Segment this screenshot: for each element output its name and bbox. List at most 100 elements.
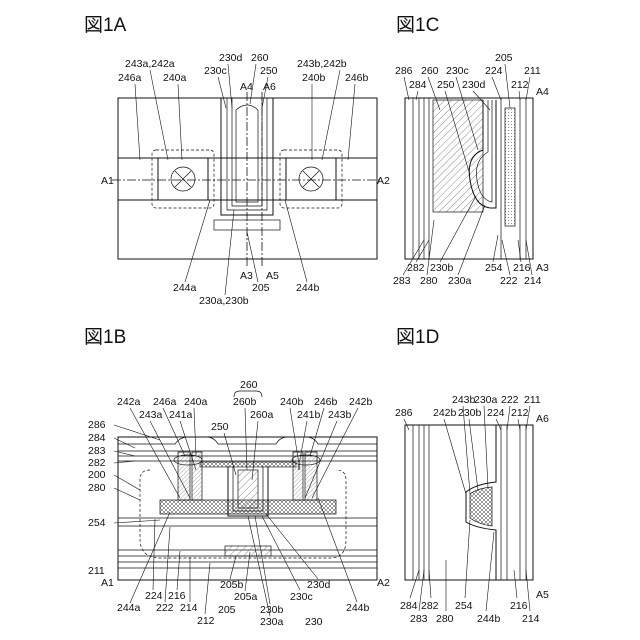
label-b-260a: 260a	[250, 409, 274, 421]
label-240b: 240b	[302, 72, 326, 84]
label-d-254: 254	[455, 600, 473, 612]
label-a1: A1	[101, 175, 114, 187]
label-244a: 244a	[173, 282, 197, 294]
panel-1d: 図1D 243b 230a 222 211 242b 230b 224 212 …	[395, 327, 549, 625]
label-d-283: 283	[410, 613, 428, 625]
label-230c: 230c	[204, 65, 227, 77]
label-243a-242a: 243a,242a	[125, 58, 175, 70]
label-b-242b: 242b	[349, 396, 373, 408]
label-c-a4: A4	[536, 86, 549, 98]
panel-1b-layer-cross	[200, 462, 296, 467]
label-d-211: 211	[524, 394, 541, 406]
panel-1a-via-left-cross	[175, 171, 191, 187]
label-b-246b: 246b	[314, 396, 338, 408]
label-b-230c: 230c	[290, 591, 313, 603]
label-b-250: 250	[211, 421, 229, 433]
label-250: 250	[260, 65, 278, 77]
label-d-242b: 242b	[433, 407, 457, 419]
panel-1c-conductor-260	[433, 100, 483, 212]
label-c-230d: 230d	[462, 79, 486, 91]
label-b-254: 254	[88, 517, 106, 529]
label-c-230a: 230a	[448, 275, 472, 287]
label-b-241a: 241a	[169, 409, 193, 421]
label-b-284: 284	[88, 432, 106, 444]
label-c-230c: 230c	[446, 65, 469, 77]
panel-1b-layer-286	[118, 437, 377, 444]
label-b-222: 222	[156, 602, 174, 614]
panel-1c-gate-205	[505, 108, 515, 226]
panel-1b-plug-240b	[305, 452, 317, 500]
label-c-212: 212	[511, 79, 529, 91]
label-240a: 240a	[163, 72, 187, 84]
label-c-260: 260	[421, 65, 439, 77]
label-b-205b: 205b	[220, 579, 244, 591]
label-b-282: 282	[88, 457, 106, 469]
label-c-254: 254	[485, 262, 503, 274]
label-b-205: 205	[218, 604, 236, 616]
label-b-243b: 243b	[328, 409, 352, 421]
label-d-214: 214	[522, 613, 540, 625]
label-a5: A5	[266, 270, 279, 282]
label-246a: 246a	[118, 72, 142, 84]
label-b-224: 224	[145, 590, 163, 602]
panel-1b-plug-240a	[178, 452, 190, 500]
label-d-230b: 230b	[458, 407, 482, 419]
label-b-280: 280	[88, 482, 106, 494]
label-b-240b: 240b	[280, 396, 304, 408]
label-b-a1: A1	[101, 577, 114, 589]
label-b-242a: 242a	[117, 396, 141, 408]
label-b-214: 214	[180, 602, 198, 614]
label-b-200: 200	[88, 469, 106, 481]
label-a4: A4	[240, 81, 253, 93]
label-b-205a: 205a	[234, 591, 258, 603]
label-b-260: 260	[240, 379, 258, 391]
label-b-260b: 260b	[233, 396, 257, 408]
panel-1b-gate-205	[225, 546, 271, 556]
label-d-284: 284	[400, 600, 418, 612]
panel-1c: 図1C 286 260 230c 284 250 230d 224 205 21…	[393, 15, 549, 287]
panel-1b-conductor-260	[238, 470, 258, 508]
panel-1a: 図1A 243a,242a 240a 246a 230d 230c 260 25…	[84, 15, 390, 307]
label-b-244b: 244b	[346, 602, 370, 614]
label-c-216: 216	[513, 262, 531, 274]
panel-1a-horizontal-layer	[118, 158, 377, 200]
label-230d: 230d	[219, 52, 243, 64]
label-a2: A2	[377, 175, 390, 187]
label-c-280: 280	[420, 275, 438, 287]
label-b-246a: 246a	[153, 396, 177, 408]
label-246b: 246b	[345, 72, 369, 84]
label-d-212: 212	[511, 407, 529, 419]
panel-1a-title: 図1A	[84, 15, 127, 36]
label-260: 260	[251, 52, 269, 64]
label-d-280: 280	[436, 613, 454, 625]
label-c-224: 224	[485, 65, 503, 77]
label-b-243a: 243a	[139, 409, 163, 421]
label-d-286: 286	[395, 407, 413, 419]
label-b-211: 211	[88, 565, 105, 577]
label-b-216: 216	[168, 590, 186, 602]
label-205: 205	[252, 282, 270, 294]
label-c-a3: A3	[536, 262, 549, 274]
label-243b-242b: 243b,242b	[297, 58, 347, 70]
panel-1a-via-right-cross	[303, 171, 319, 187]
label-d-a5: A5	[536, 589, 549, 601]
label-c-284: 284	[409, 79, 427, 91]
label-b-286: 286	[88, 419, 106, 431]
label-c-283: 283	[393, 275, 411, 287]
label-d-a6: A6	[536, 413, 549, 425]
label-c-205: 205	[495, 52, 513, 64]
label-c-211: 211	[524, 65, 541, 77]
label-d-224: 224	[487, 407, 505, 419]
label-230a-230b: 230a,230b	[199, 295, 249, 307]
label-d-243b: 243b	[452, 394, 476, 406]
label-c-286: 286	[395, 65, 413, 77]
label-b-230d: 230d	[307, 579, 331, 591]
panel-1b: 図1B 260 260b 260a 242a	[84, 327, 390, 628]
panel-1b-leaders-left	[114, 425, 160, 523]
label-d-230a: 230a	[474, 394, 498, 406]
label-c-214: 214	[524, 275, 542, 287]
panel-1c-title: 図1C	[396, 15, 439, 36]
panel-1b-title: 図1B	[84, 327, 126, 348]
label-b-212: 212	[197, 615, 215, 627]
